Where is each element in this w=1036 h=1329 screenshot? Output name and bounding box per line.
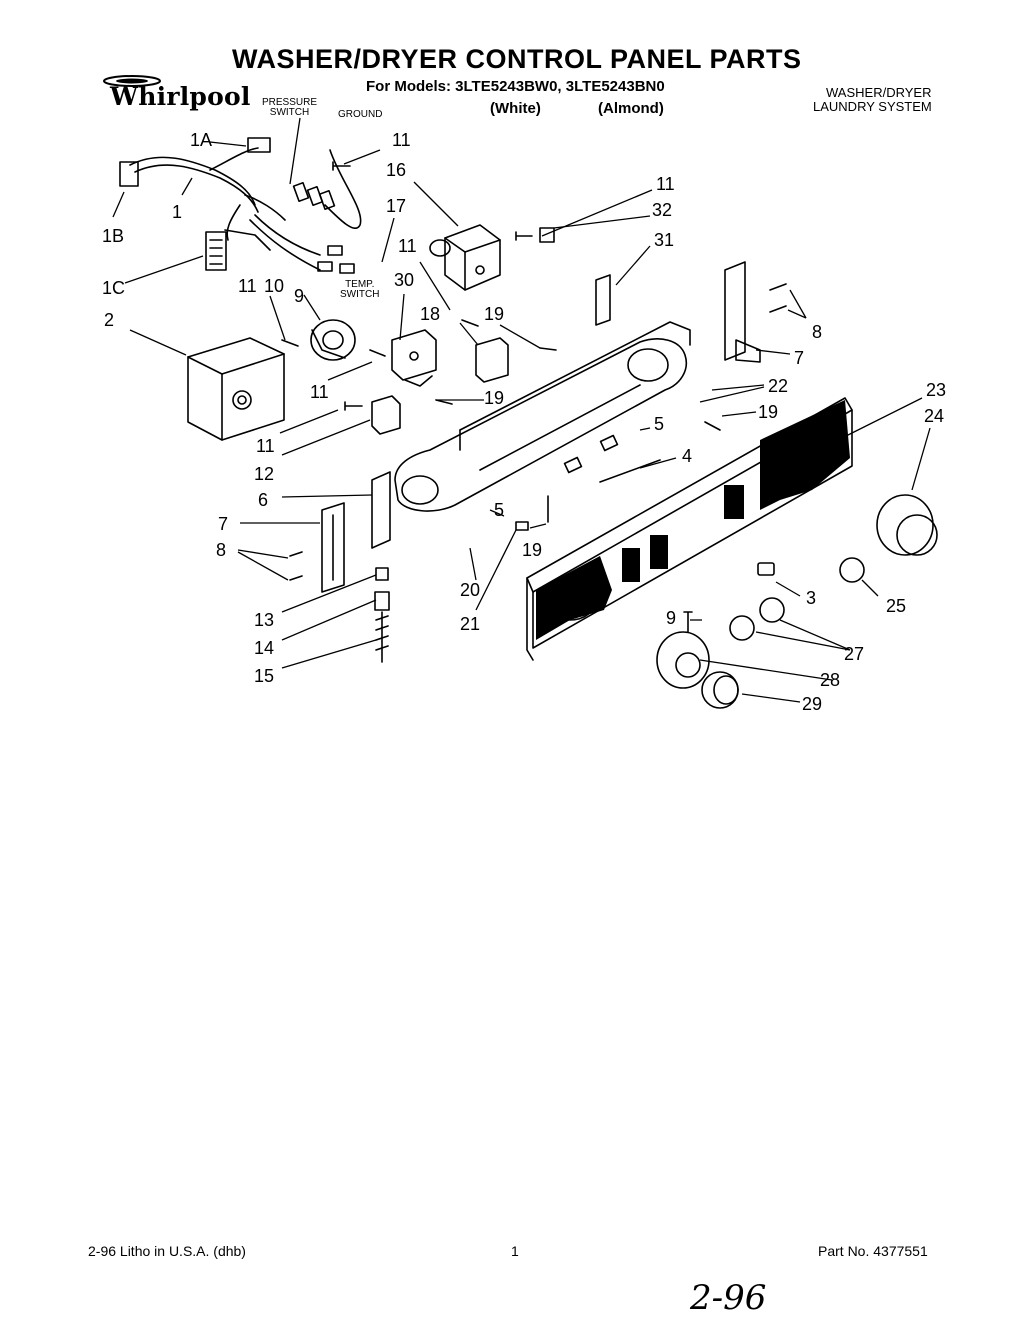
brand-name: Whirlpool (110, 82, 251, 111)
temp-switch-label-line2: SWITCH (340, 289, 380, 300)
callout-5-a: 5 (654, 414, 665, 434)
knob-27 (729, 597, 785, 641)
callout-18: 18 (420, 304, 441, 324)
callout-6: 6 (258, 490, 269, 510)
callout-11-d: 11 (310, 382, 329, 402)
left-end-cap (321, 502, 345, 593)
page-number: 1 (511, 1243, 519, 1259)
callout-31: 31 (654, 230, 675, 250)
callout-14: 14 (254, 638, 275, 658)
callout-11-f: 11 (656, 174, 675, 194)
whirlpool-logo: Whirlpool (100, 74, 250, 118)
right-end-bracket (724, 261, 746, 361)
callout-5-b: 5 (494, 500, 505, 520)
callout-16: 16 (386, 160, 407, 180)
callout-32: 32 (652, 200, 673, 220)
callout-9-a: 9 (294, 286, 305, 306)
callout-28: 28 (820, 670, 841, 690)
callout-15: 15 (254, 666, 275, 686)
callout-3: 3 (806, 588, 817, 608)
knob-25 (839, 557, 865, 583)
part-5a (599, 434, 619, 452)
component-16 (429, 224, 501, 291)
ground-label: GROUND (338, 109, 383, 120)
pressure-switch-label-line2: SWITCH (269, 107, 310, 118)
callout-19-d: 19 (522, 540, 543, 560)
part-32 (539, 227, 555, 243)
system-line-2: LAUNDRY SYSTEM (813, 99, 932, 114)
callout-11-b: 11 (398, 236, 417, 256)
callout-29: 29 (802, 694, 823, 714)
callout-19-b: 19 (484, 388, 505, 408)
callout-9-b: 9 (666, 608, 677, 628)
button-3 (757, 562, 775, 576)
color-almond: (Almond) (598, 100, 664, 117)
temp-switch-label: TEMP. SWITCH (340, 280, 379, 300)
system-line-1: WASHER/DRYER (826, 85, 932, 100)
callout-21: 21 (460, 614, 481, 634)
callout-19-c: 19 (758, 402, 779, 422)
callout-1: 1 (172, 202, 183, 222)
callout-11-a: 11 (392, 130, 411, 150)
part-number: Part No. 4377551 (818, 1243, 928, 1259)
callout-1b: 1B (102, 226, 125, 246)
callout-19-a: 19 (484, 304, 505, 324)
clip-21 (515, 521, 529, 531)
callout-17: 17 (386, 196, 407, 216)
temp-switch (391, 329, 437, 387)
component-18 (475, 337, 509, 383)
callout-13: 13 (254, 610, 275, 630)
callout-11-c: 11 (238, 276, 257, 296)
callout-27: 27 (844, 644, 865, 664)
logo-swoosh-icon (103, 75, 161, 87)
water-level-switch (310, 319, 356, 361)
callout-8-b: 8 (812, 322, 823, 342)
color-white: (White) (490, 100, 541, 117)
callout-22: 22 (768, 376, 789, 396)
callout-8-a: 8 (216, 540, 227, 560)
wiring-harness (119, 137, 362, 274)
skirt-28 (656, 631, 710, 689)
page-title: WASHER/DRYER CONTROL PANEL PARTS (232, 44, 802, 74)
knob-24 (876, 494, 938, 556)
callout-24: 24 (924, 406, 945, 426)
temp-switch-label-line1: TEMP. (345, 279, 375, 290)
callout-25: 25 (886, 596, 907, 616)
callout-1a: 1A (190, 130, 213, 150)
timer-box (187, 337, 285, 441)
bracket-6 (371, 471, 391, 549)
console-frame (394, 321, 691, 512)
knob-29 (701, 671, 739, 709)
linkage-4 (599, 459, 661, 483)
component-12 (371, 395, 401, 435)
callout-7-a: 7 (218, 514, 229, 534)
screws (281, 161, 787, 633)
litho-note: 2-96 Litho in U.S.A. (dhb) (88, 1243, 246, 1259)
pressure-switch-label-line1: PRESSURE (262, 97, 318, 108)
callout-11-e: 11 (256, 436, 275, 456)
callout-1c: 1C (102, 278, 126, 298)
callout-23: 23 (926, 380, 947, 400)
handwritten-note: 2-96 (690, 1278, 767, 1318)
leader-lines (112, 117, 931, 703)
part-5b (563, 456, 583, 474)
callout-10: 10 (264, 276, 285, 296)
leveling-leg (374, 567, 390, 663)
pressure-switch-label: PRESSURE SWITCH (262, 98, 317, 118)
panel-dark-areas (536, 400, 850, 640)
callout-20: 20 (460, 580, 481, 600)
callout-7-b: 7 (794, 348, 805, 368)
callout-4: 4 (682, 446, 693, 466)
callout-30: 30 (394, 270, 415, 290)
part-31 (595, 274, 611, 326)
models-line: For Models: 3LTE5243BW0, 3LTE5243BN0 (366, 78, 665, 95)
callout-2: 2 (104, 310, 115, 330)
callout-12: 12 (254, 464, 275, 484)
